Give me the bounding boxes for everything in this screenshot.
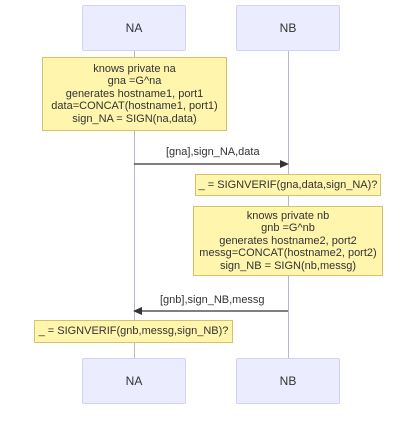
participant-na-label: NA xyxy=(125,21,143,35)
participant-na-bottom: NA xyxy=(82,358,186,404)
note-line: _ = SIGNVERIF(gna,data,sign_NA)? xyxy=(198,178,378,191)
note-line: messg=CONCAT(hostname2, port2) xyxy=(199,247,377,260)
participant-nb-label: NB xyxy=(279,374,297,388)
participant-nb-top: NB xyxy=(236,5,340,51)
note-line: sign_NA = SIGN(na,data) xyxy=(72,112,197,125)
lifeline-na xyxy=(134,50,135,360)
note-line: generates hostname1, port1 xyxy=(65,87,204,100)
note-nb-verify: _ = SIGNVERIF(gna,data,sign_NA)? xyxy=(195,174,381,196)
note-line: knows private na xyxy=(93,62,176,75)
participant-na-label: NA xyxy=(125,374,143,388)
note-line: generates hostname2, port2 xyxy=(219,234,357,247)
arrowhead-left-icon xyxy=(133,307,142,315)
note-line: knows private nb xyxy=(246,209,330,222)
note-line: gna =G^na xyxy=(107,75,162,88)
participant-nb-label: NB xyxy=(279,21,297,35)
note-na-setup: knows private na gna =G^na generates hos… xyxy=(42,57,227,131)
note-line: gnb =G^nb xyxy=(261,222,315,235)
note-line: data=CONCAT(hostname1, port1) xyxy=(51,100,218,113)
message-label-na-to-nb: [gna],sign_NA,data xyxy=(166,146,260,158)
message-label-nb-to-na: [gnb],sign_NB,messg xyxy=(160,294,265,306)
note-line: _ = SIGNVERIF(gnb,messg,sign_NB)? xyxy=(38,325,229,338)
note-na-verify: _ = SIGNVERIF(gnb,messg,sign_NB)? xyxy=(34,320,233,343)
note-nb-setup: knows private nb gnb =G^nb generates hos… xyxy=(193,206,383,276)
arrowhead-right-icon xyxy=(280,160,289,168)
participant-na-top: NA xyxy=(82,5,186,51)
lifeline-nb xyxy=(288,50,289,360)
participant-nb-bottom: NB xyxy=(236,358,340,404)
note-line: sign_NB = SIGN(nb,messg) xyxy=(219,259,357,272)
